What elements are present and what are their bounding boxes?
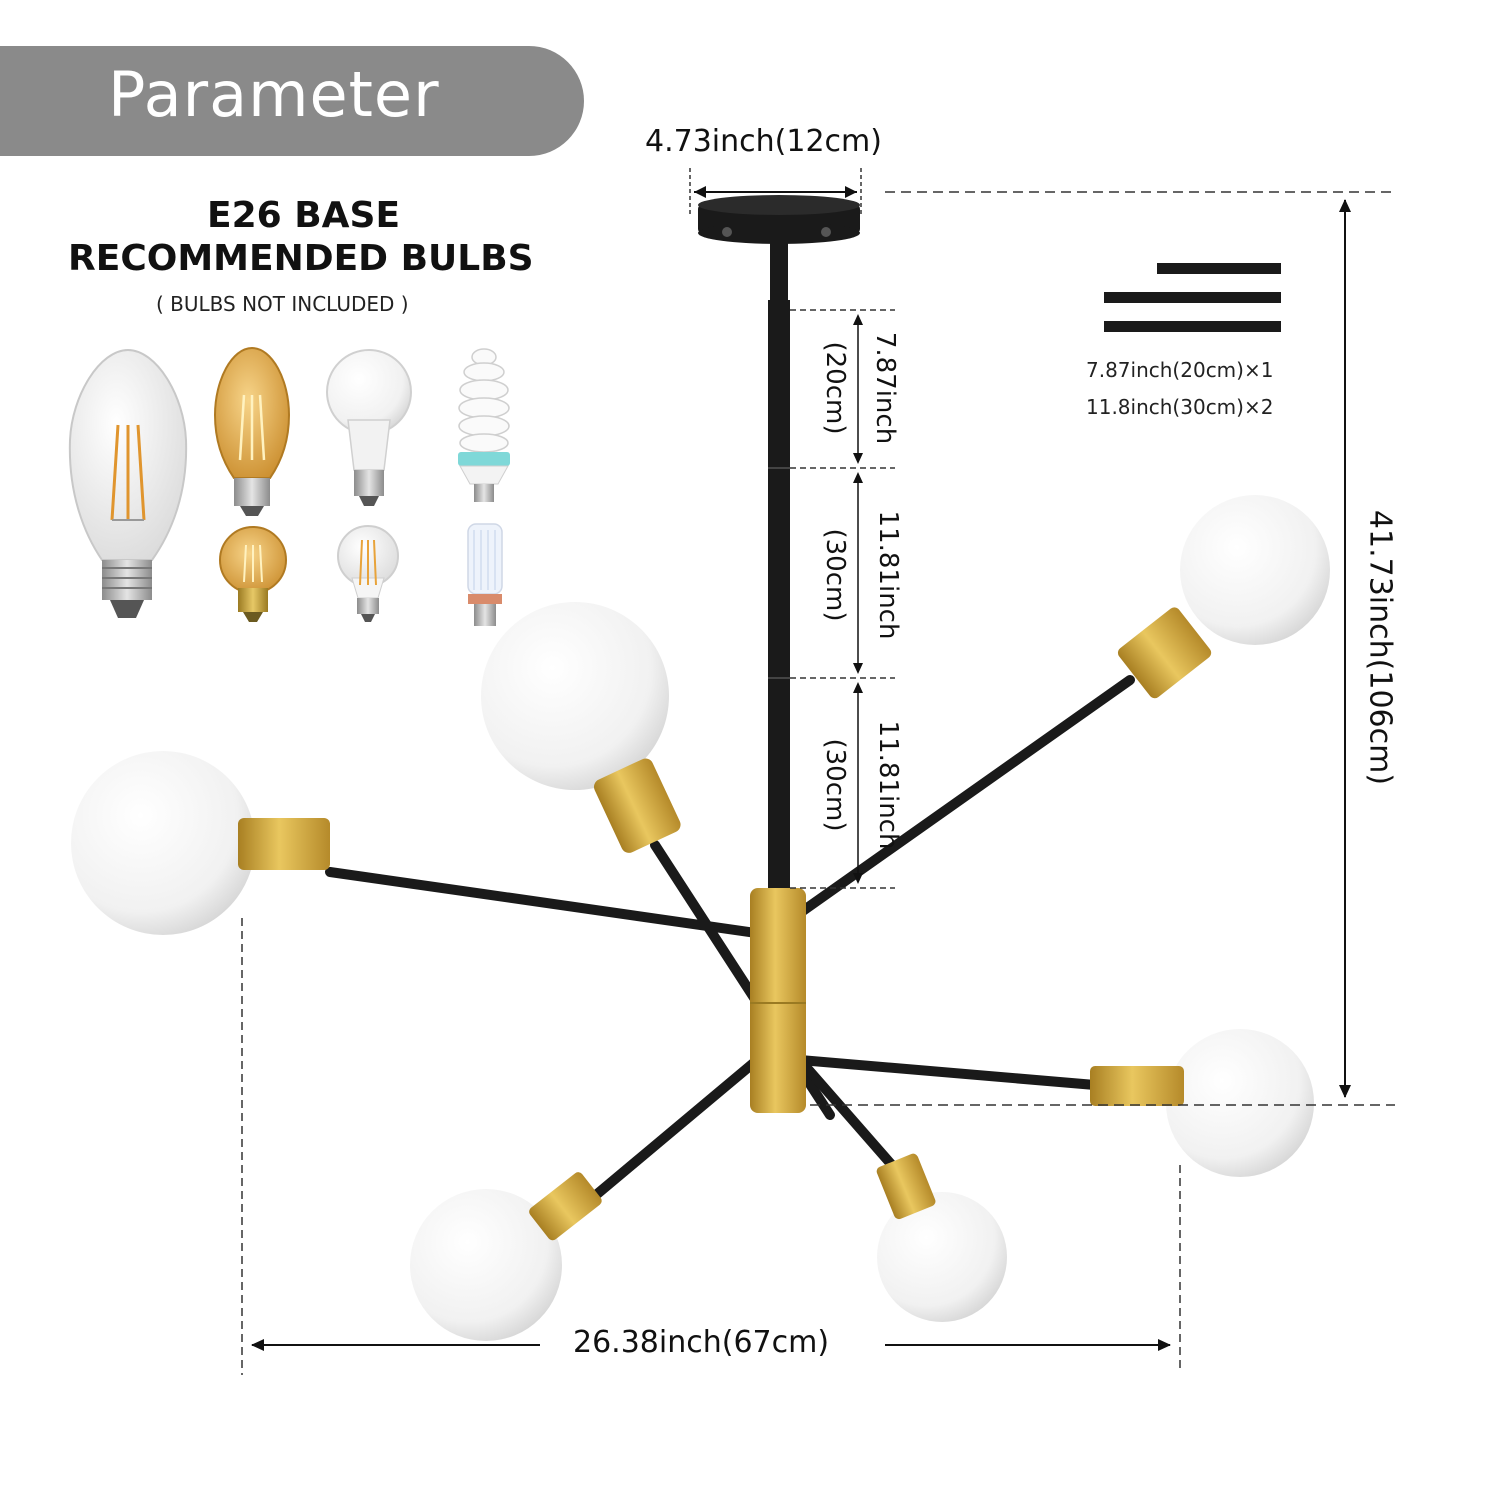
downrod [768,300,790,900]
total-height-label: 41.73inch(106cm) [1362,509,1398,786]
total-width-label: 26.38inch(67cm) [573,1325,830,1360]
e26-base-heading: E26 BASE [207,195,401,236]
globe-bottom-left [410,1172,602,1341]
dimension-lines [241,168,1395,1375]
edison-clear-icon [68,348,188,618]
corn-led-icon [467,523,503,626]
a19-clear-icon [337,525,399,622]
globe-upper-left [481,602,681,853]
g16-amber-icon [219,526,287,622]
rod-segment-2-inch-label: 11.81inch [873,510,903,640]
rod-legend-line-1: 7.87inch(20cm)×1 [1086,358,1274,382]
rod-segment-3-inch-label: 11.81inch [873,720,903,850]
recommended-bulbs-heading: RECOMMENDED BULBS [68,238,534,279]
globe-bottom-center [876,1153,1007,1322]
rod-legend-bars [1104,263,1281,332]
header-title: Parameter [108,58,440,131]
rod-segment-3-cm-label: (30cm) [820,738,850,832]
central-hub [750,888,806,1113]
ceiling-canopy [698,195,860,302]
edison-amber-icon [213,346,291,516]
globe-right [1090,1029,1314,1177]
canopy-width-label: 4.73inch(12cm) [645,124,882,159]
rod-segment-1-inch-label: 7.87inch [870,331,900,445]
a19-frosted-icon [326,349,412,506]
globe-upper-right [1117,495,1330,699]
rod-segment-1-cm-label: (20cm) [820,341,850,435]
fixture-arms [325,675,1135,1205]
bulbs-not-included-note: ( BULBS NOT INCLUDED ) [156,292,409,316]
spiral-cfl-icon [458,348,510,502]
rod-legend-line-2: 11.8inch(30cm)×2 [1086,395,1274,419]
globe-left [71,751,330,935]
rod-segment-2-cm-label: (30cm) [820,528,850,622]
header-tab [0,46,584,156]
